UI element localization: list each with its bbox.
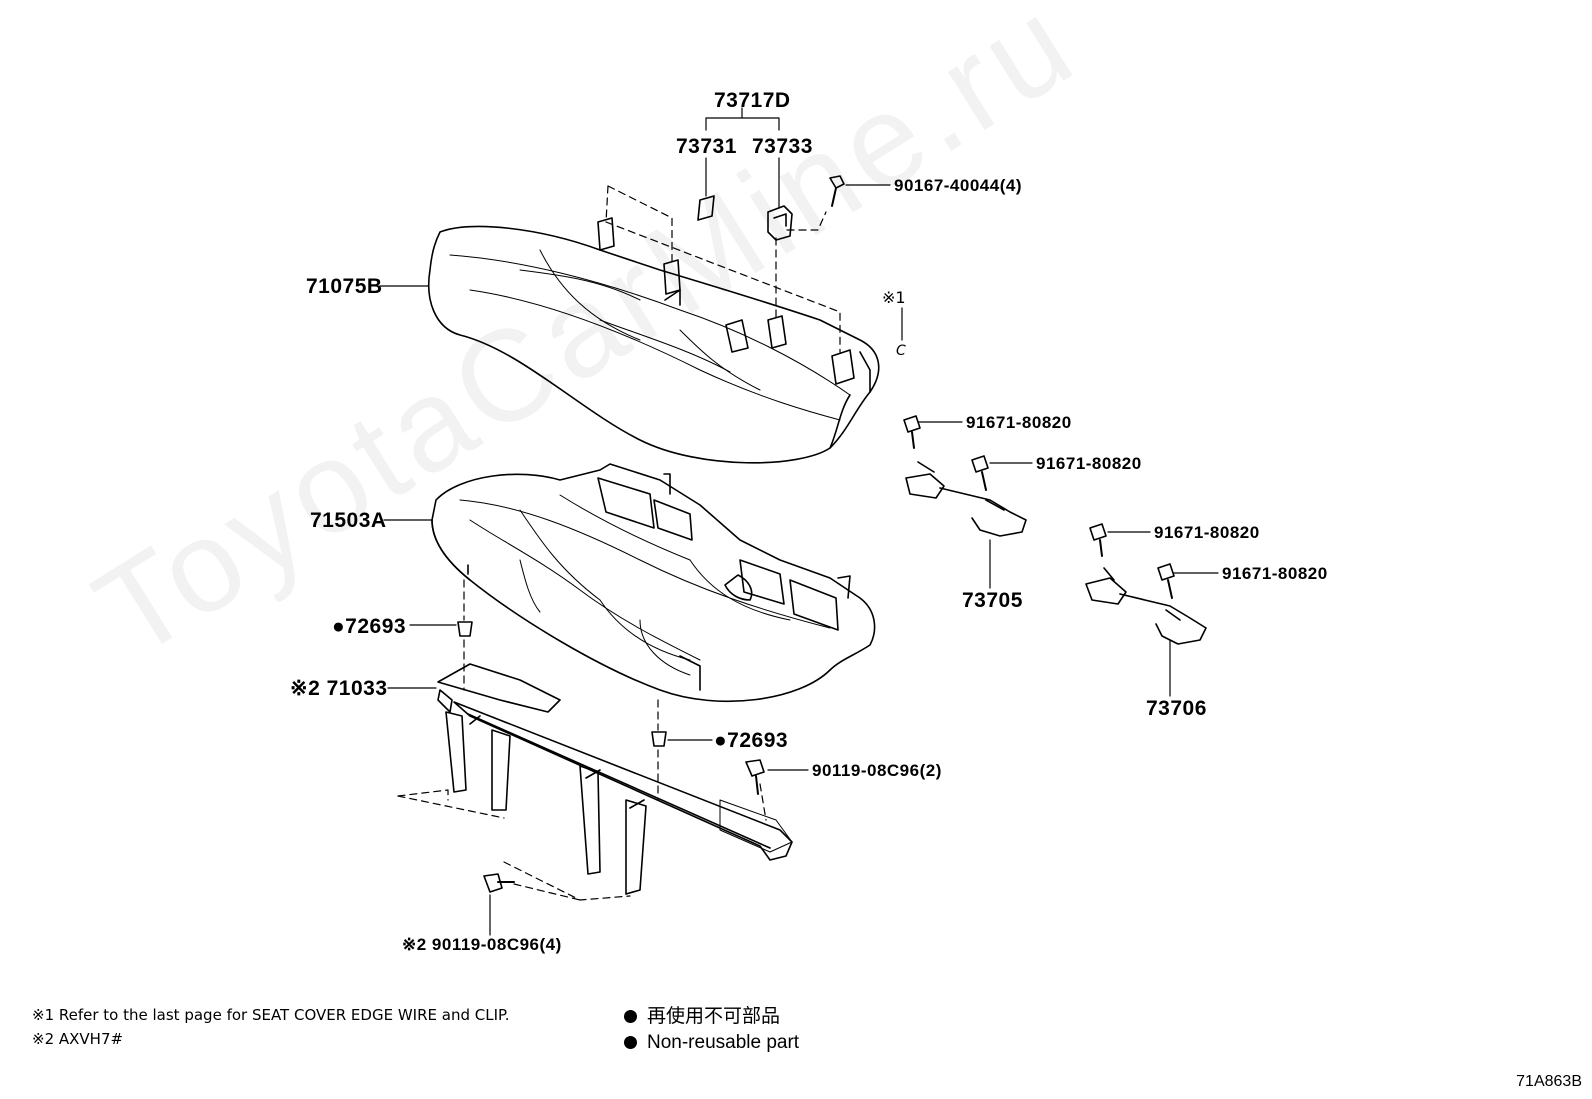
part-label-73733[interactable]: 73733 — [752, 135, 813, 158]
part-label-90119-2[interactable]: 90119-08C96(2) — [812, 761, 942, 780]
part-label-91671-a[interactable]: 91671-80820 — [966, 413, 1072, 432]
clip-marker: C — [896, 343, 906, 359]
cover-hooks — [697, 195, 793, 241]
leader-lines — [379, 157, 1219, 936]
bullet-icon — [624, 1036, 637, 1050]
part-label-90119-4[interactable]: ※2 90119-08C96(4) — [402, 935, 562, 954]
bullet-icon — [624, 1010, 637, 1024]
legend-japanese: 再使用不可部品 — [624, 1007, 780, 1026]
hinge-73705 — [903, 415, 1027, 537]
hinge-73706 — [1085, 523, 1207, 645]
legend-english-text: Non-reusable part — [647, 1032, 800, 1053]
part-label-91671-b[interactable]: 91671-80820 — [1036, 454, 1142, 473]
part-label-91671-d[interactable]: 91671-80820 — [1222, 564, 1328, 583]
figure-code: 71A863B — [1516, 1073, 1582, 1090]
part-label-72693-right[interactable]: ●72693 — [714, 729, 789, 752]
footnote-1: ※1 Refer to the last page for SEAT COVER… — [32, 1006, 510, 1024]
legend-english: Non-reusable part — [624, 1033, 799, 1052]
legend-japanese-text: 再使用不可部品 — [647, 1006, 781, 1027]
pad-leader-dashes — [397, 579, 767, 901]
part-label-72693-left[interactable]: ●72693 — [332, 615, 407, 638]
seat-cushion-cover — [428, 217, 880, 464]
part-label-73717D[interactable]: 73717D — [714, 89, 791, 112]
part-label-73731[interactable]: 73731 — [676, 135, 737, 158]
seat-cushion-pad — [431, 463, 876, 703]
part-label-73705[interactable]: 73705 — [962, 589, 1023, 612]
part-label-73706[interactable]: 73706 — [1146, 697, 1207, 720]
note-1-marker: ※1 — [882, 288, 906, 307]
clip-72693 — [457, 621, 667, 747]
part-label-71075B[interactable]: 71075B — [306, 275, 383, 298]
part-label-71503A[interactable]: 71503A — [310, 509, 387, 532]
part-label-91671-c[interactable]: 91671-80820 — [1154, 523, 1260, 542]
cover-leader-dashes — [605, 185, 841, 353]
screw-90167 — [829, 175, 845, 207]
seat-frame — [437, 663, 793, 895]
part-label-90167[interactable]: 90167-40044(4) — [894, 176, 1022, 195]
footnote-2: ※2 AXVH7# — [32, 1030, 124, 1048]
bolt-90119 — [483, 759, 765, 893]
part-label-71033[interactable]: ※2 71033 — [290, 677, 388, 700]
